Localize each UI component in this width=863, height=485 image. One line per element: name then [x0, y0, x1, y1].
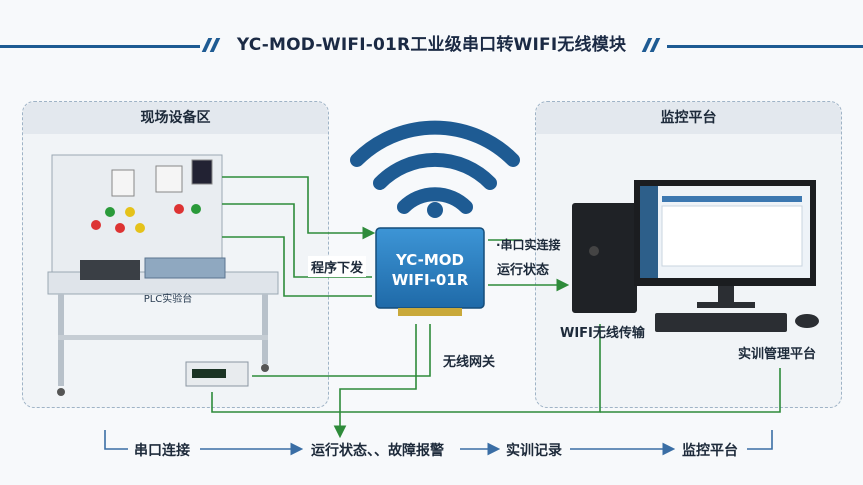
connection-lines — [211, 176, 781, 439]
module-line1: YC-MOD — [395, 251, 464, 269]
plc-bench-illustration — [47, 154, 279, 396]
title-rule-left — [0, 45, 200, 48]
label-serial-connect: ·串口实连接 — [496, 238, 561, 252]
wifi-icon — [350, 120, 520, 218]
module-line2: WIFI-01R — [392, 271, 469, 289]
title-rule-right — [667, 45, 863, 48]
flow-step-monitor: 监控平台 — [678, 440, 742, 460]
bench-label: PLC实验台 — [144, 292, 193, 305]
wifi-module — [375, 227, 485, 316]
flow-step-serial: 串口连接 — [130, 440, 194, 460]
flow-step-status: 运行状态、、故障报警 — [307, 440, 448, 460]
label-wifi-transfer: WIFI无线传输 — [560, 326, 645, 341]
flow-step-record: 实训记录 — [502, 440, 566, 460]
workstation-illustration — [572, 180, 819, 332]
page-title: YC-MOD-WIFI-01R工业级串口转WIFI无线模块 — [236, 35, 627, 55]
field-device-panel-title: 现场设备区 — [23, 102, 328, 134]
label-wireless-gateway: 无线网关 — [443, 355, 496, 370]
label-run-status: 运行状态 — [497, 263, 550, 278]
label-training-platform: 实训管理平台 — [738, 347, 817, 362]
label-program-download: 程序下发 — [308, 256, 367, 277]
bottom-flow-line — [104, 430, 773, 456]
monitor-panel-title: 监控平台 — [536, 102, 841, 134]
